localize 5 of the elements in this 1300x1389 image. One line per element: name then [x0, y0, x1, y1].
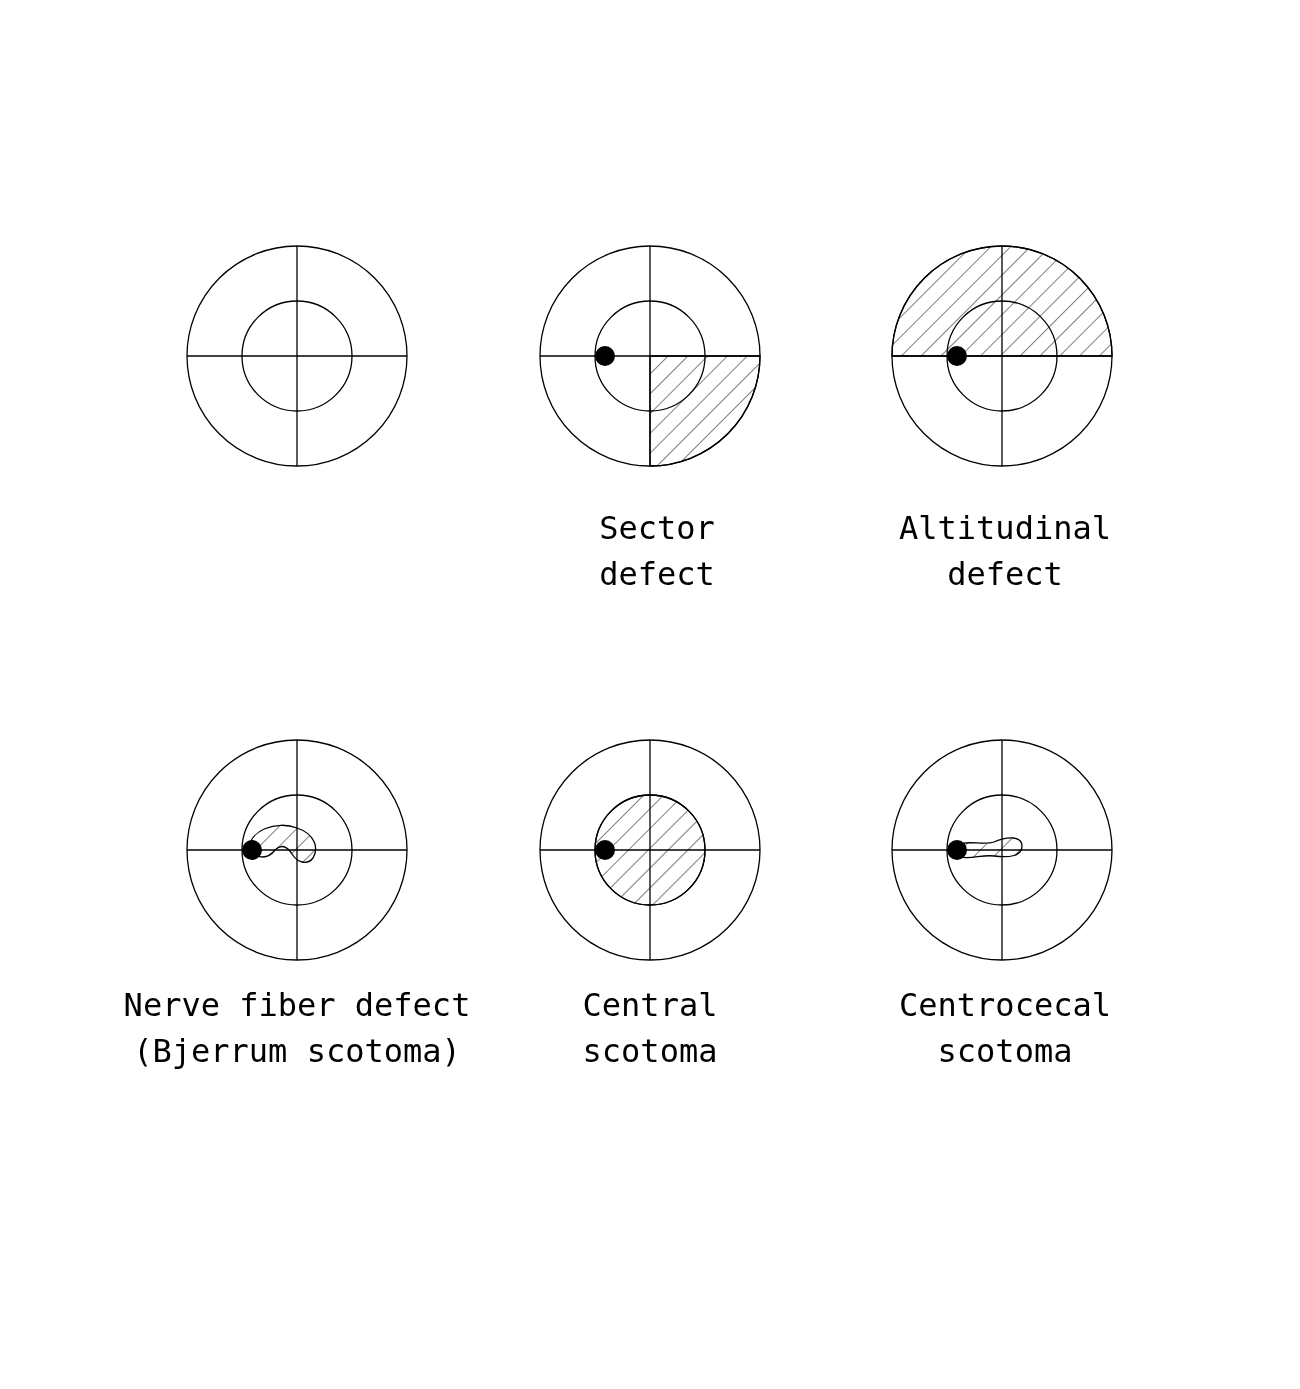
- caption: Centrocecal scotoma: [898, 985, 1112, 1072]
- caption: Central scotoma: [581, 985, 719, 1072]
- caption: Nerve fiber defect (Bjerrum scotoma): [122, 985, 472, 1072]
- caption: Altitudinal defect: [898, 508, 1112, 595]
- caption: Sector defect: [598, 508, 716, 595]
